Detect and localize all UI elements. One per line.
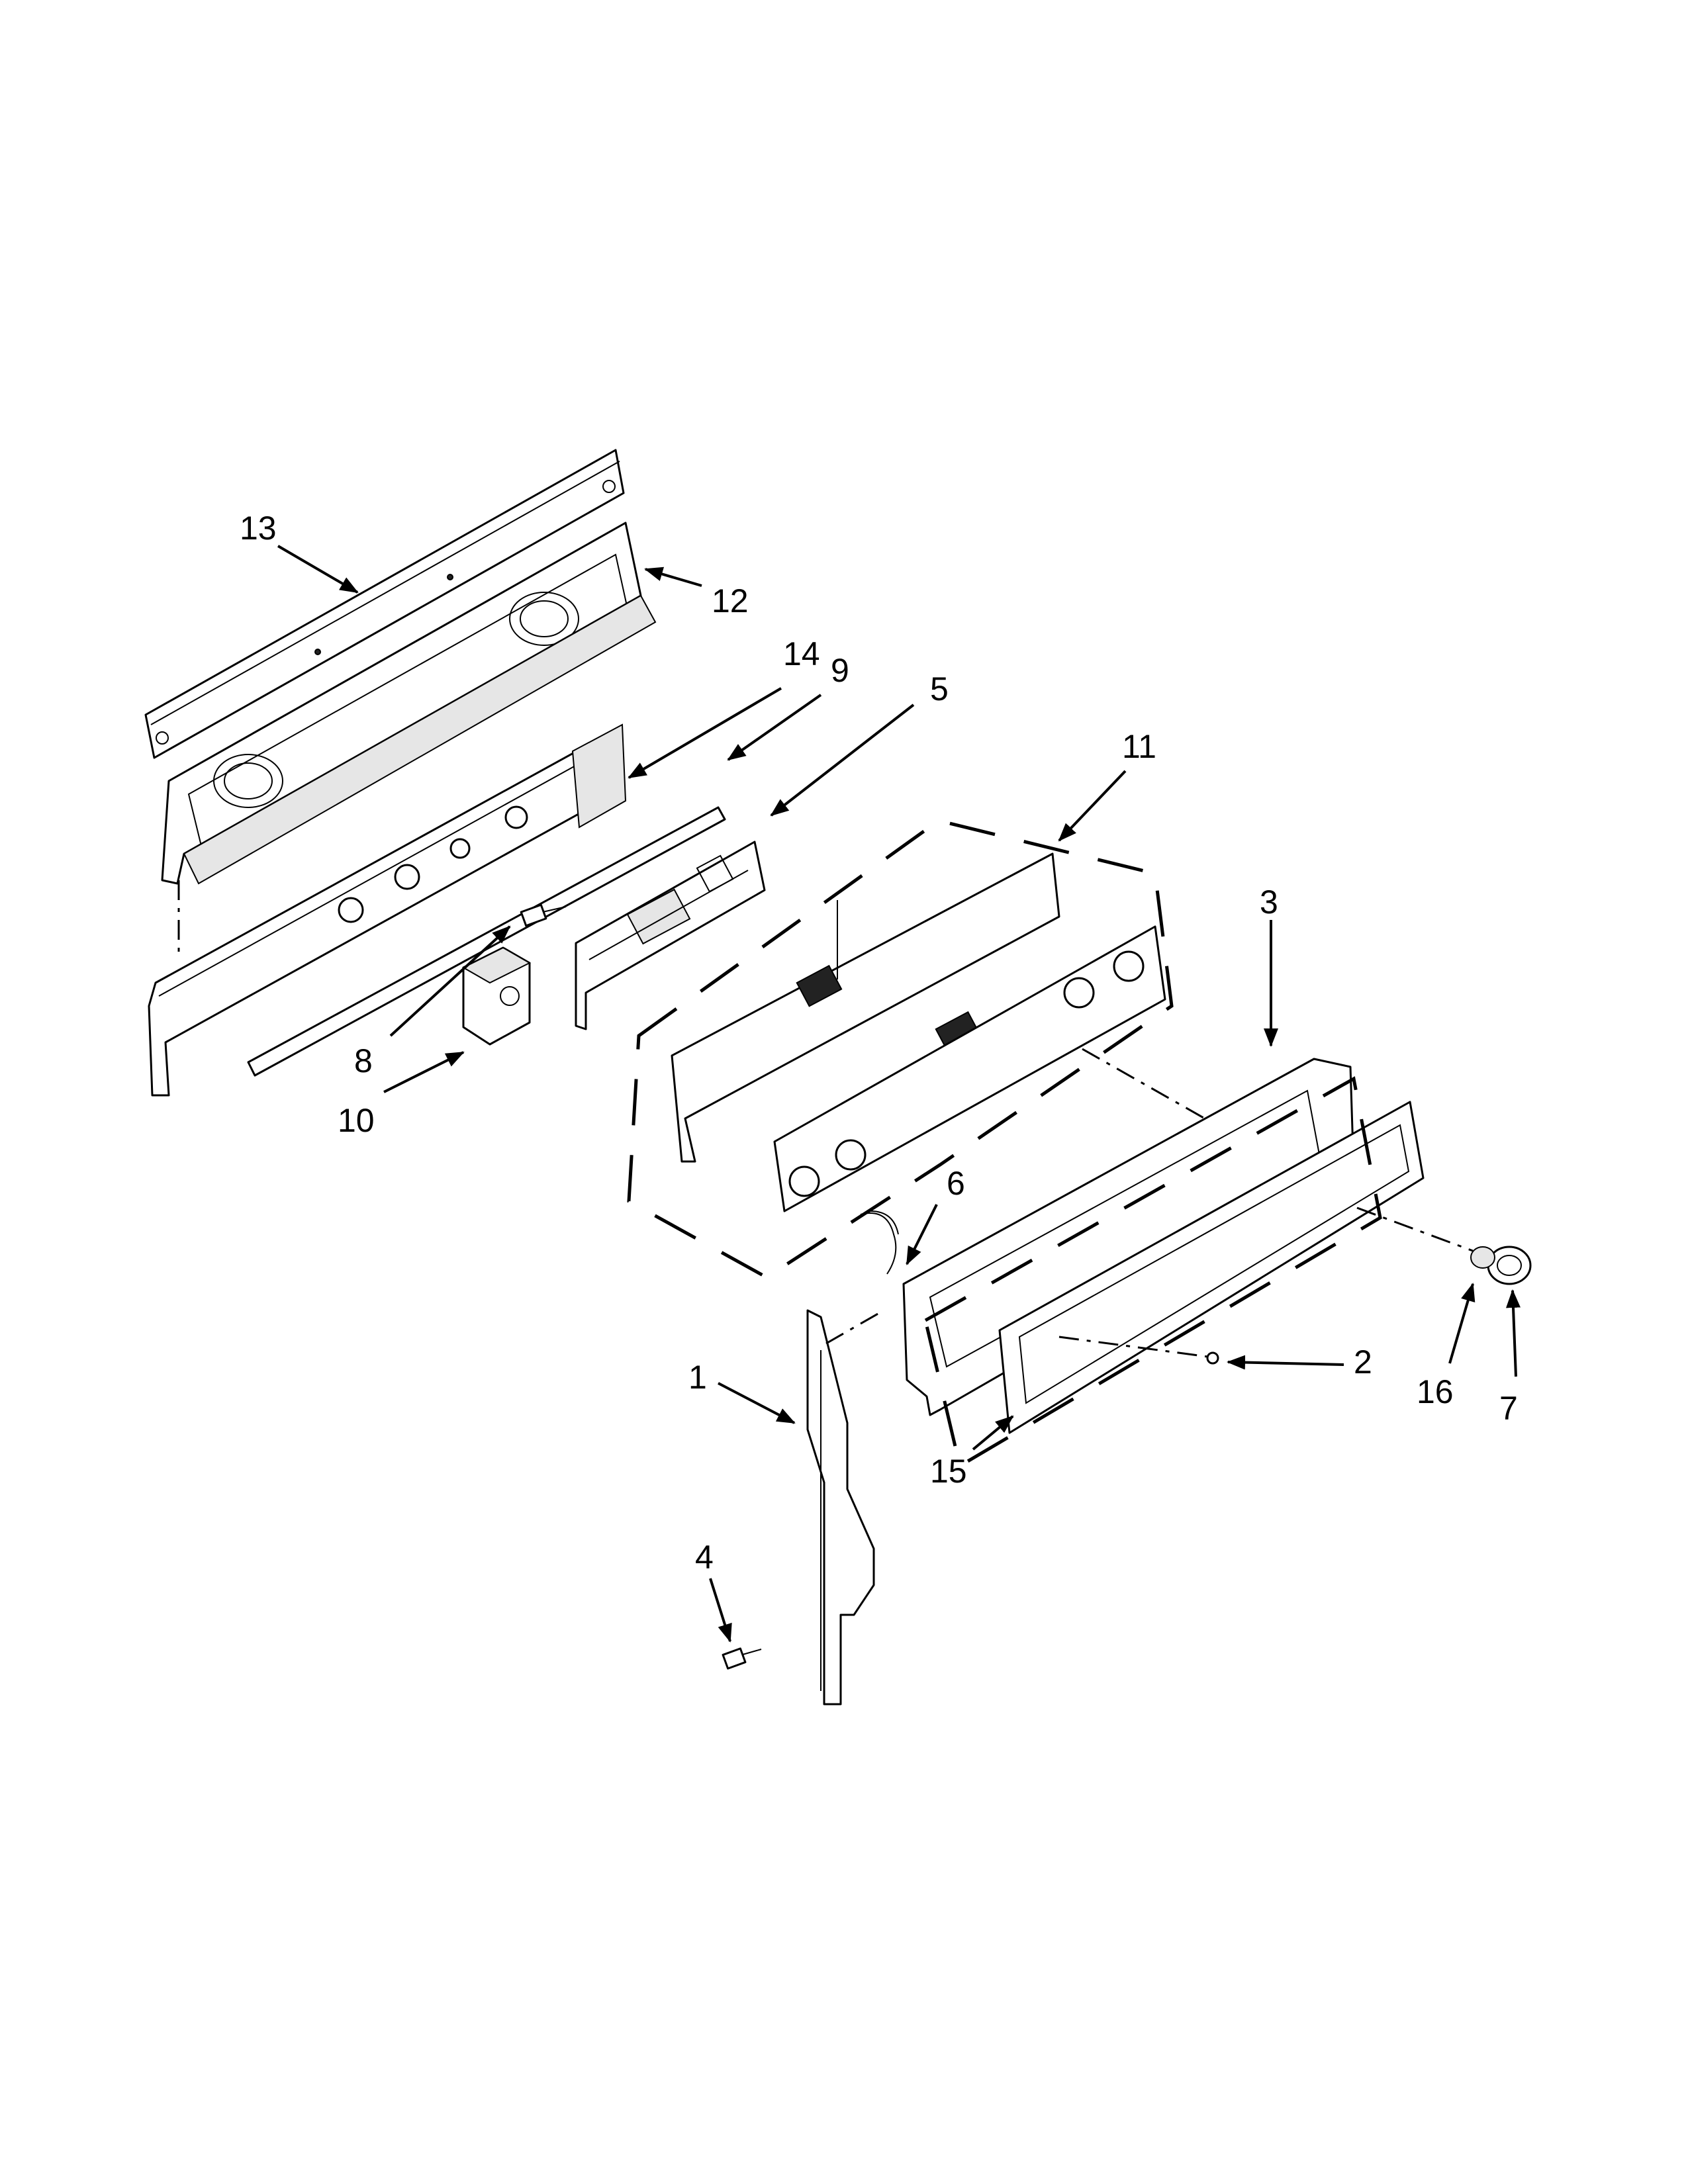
callout-7: 7 (1499, 1390, 1518, 1427)
callout-1: 1 (688, 1359, 707, 1396)
part-13-mounting-strip (144, 449, 625, 759)
callout-13: 13 (240, 510, 277, 547)
callout-5: 5 (930, 670, 949, 707)
callout-14: 14 (783, 635, 820, 672)
alignment-lines (1058, 1048, 1474, 1358)
part-4-screw (722, 1647, 762, 1670)
callout-15: 15 (930, 1453, 967, 1490)
leader-arrows (277, 545, 1521, 1643)
part-8-screw (520, 903, 567, 927)
part-15-trim-frame (923, 1076, 1425, 1469)
part-16-knob-ring (1470, 1246, 1495, 1269)
callout-10: 10 (338, 1102, 375, 1139)
callout-labels: 13 12 14 9 5 11 3 8 10 6 1 2 15 16 7 4 (240, 510, 1518, 1576)
callout-2: 2 (1354, 1343, 1372, 1381)
part-11-console-assembly (627, 819, 1174, 1279)
callout-9: 9 (831, 652, 849, 689)
part-1-side-bracket (806, 1309, 884, 1706)
callout-8: 8 (354, 1042, 373, 1079)
callout-16: 16 (1417, 1373, 1454, 1410)
part-14-control-bracket (148, 723, 627, 1097)
callout-4: 4 (695, 1539, 714, 1576)
callout-3: 3 (1260, 884, 1278, 921)
callout-12: 12 (712, 582, 749, 619)
part-7-knob (1487, 1246, 1532, 1285)
part-5-control-board (575, 841, 766, 1030)
part-12-rear-panel (161, 522, 657, 885)
part-9-trim-strip (247, 806, 726, 1077)
callout-11: 11 (1122, 728, 1156, 765)
part-6-harness (860, 1210, 899, 1275)
callout-6: 6 (947, 1165, 965, 1202)
part-10-module (461, 946, 532, 1046)
part-2-screw (1206, 1351, 1219, 1365)
